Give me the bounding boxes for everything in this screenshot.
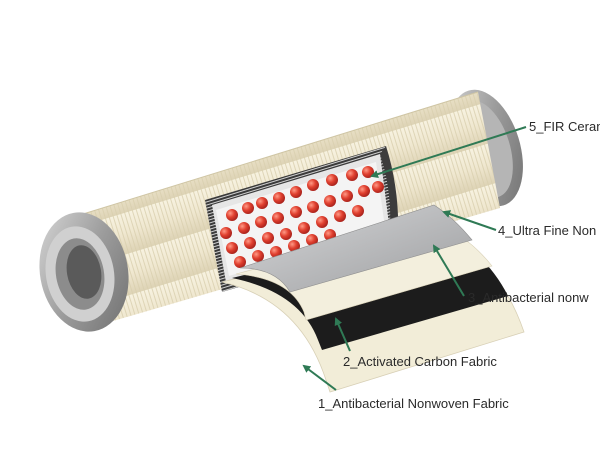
ceramic-ball <box>255 216 267 228</box>
ceramic-ball <box>242 202 254 214</box>
ceramic-ball <box>352 205 364 217</box>
ceramic-ball <box>346 169 358 181</box>
arrow-layer3 <box>432 244 465 297</box>
ceramic-ball <box>273 192 285 204</box>
label-ultra-fine-nonwoven: 4_Ultra Fine Non <box>498 223 597 238</box>
ceramic-ball <box>256 197 268 209</box>
arrow-layer2 <box>334 317 351 352</box>
left-end-cap <box>39 212 129 332</box>
ceramic-ball <box>226 242 238 254</box>
ceramic-ball <box>298 222 310 234</box>
label-antibacterial-outer: 1_Antibacterial Nonwoven Fabric <box>318 396 509 411</box>
ceramic-ball <box>272 212 284 224</box>
arrow-layer4 <box>442 210 497 231</box>
label-fir-ceramic: 5_FIR Ceram <box>529 119 600 134</box>
ceramic-ball <box>220 227 232 239</box>
ceramic-ball <box>262 232 274 244</box>
ceramic-ball <box>324 195 336 207</box>
ceramic-ball <box>234 256 246 268</box>
ceramic-balls <box>220 166 384 268</box>
ceramic-ball <box>372 181 384 193</box>
ceramic-ball <box>226 209 238 221</box>
ceramic-ball <box>270 246 282 258</box>
ceramic-ball <box>334 210 346 222</box>
ceramic-ball <box>290 186 302 198</box>
arrow-layer1 <box>302 364 337 391</box>
ceramic-ball <box>288 240 300 252</box>
ceramic-ball <box>341 190 353 202</box>
ceramic-ball <box>252 250 264 262</box>
arrow-layer5 <box>370 126 527 178</box>
ceramic-ball <box>306 234 318 246</box>
ceramic-ball <box>358 185 370 197</box>
label-activated-carbon: 2_Activated Carbon Fabric <box>343 354 497 369</box>
ceramic-ball <box>238 222 250 234</box>
ceramic-ball <box>244 237 256 249</box>
label-antibacterial-nonwoven: 3_Antibacterial nonw <box>468 290 589 305</box>
pointer-arrows <box>302 126 527 391</box>
ceramic-ball <box>326 174 338 186</box>
ceramic-ball <box>307 201 319 213</box>
ceramic-ball <box>316 216 328 228</box>
ceramic-ball <box>307 179 319 191</box>
ceramic-ball <box>290 206 302 218</box>
ceramic-ball <box>280 228 292 240</box>
